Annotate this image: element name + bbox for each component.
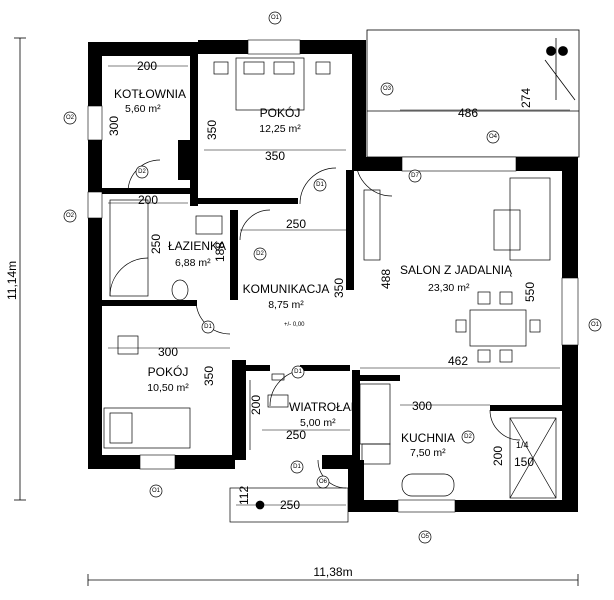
pantry-fraction: 1/4: [516, 440, 529, 450]
window-tag-o1-top: O1: [270, 15, 280, 21]
room-kuchnia-area: 7,50 m²: [410, 447, 446, 459]
dim-terrace-width: 486: [458, 106, 479, 120]
room-pokoj2-name: POKÓJ: [147, 365, 189, 379]
window-openings: [87, 39, 579, 513]
door-swings: [127, 159, 521, 489]
room-pokoj2-area: 10,50 m²: [147, 382, 189, 394]
room-kotlownia-area: 5,60 m²: [125, 103, 161, 115]
room-kotlownia-name: KOTŁOWNIA: [114, 87, 187, 101]
dim-lazienka-height: 250: [149, 233, 163, 254]
door-tag-d2-kuchnia: D2: [464, 434, 472, 440]
window-tag-o4: O4: [488, 134, 498, 140]
overall-width-label: 11,38m: [313, 565, 353, 579]
dim-kuchnia-width: 300: [412, 399, 433, 413]
dim-kuchnia-left: 200: [491, 445, 505, 466]
door-tag-d2-lazienka: D2: [256, 251, 264, 257]
dim-pokoj2-width: 300: [158, 345, 179, 359]
exterior-walls: [88, 40, 578, 512]
terrace-outline: [366, 29, 580, 158]
dim-salon-height-2: 550: [523, 281, 537, 302]
room-wiatrolap-name: WIATROŁAP: [289, 400, 359, 414]
dim-salon-height-1: 488: [379, 268, 393, 289]
dim-kotlownia-height: 300: [107, 115, 121, 136]
window-tag-o1-right: O1: [590, 322, 600, 328]
room-pokoj1-area: 12,25 m²: [259, 123, 301, 135]
floor-level-marker: +/- 0,00: [284, 322, 305, 328]
room-lazienka-name: ŁAZIENKA: [168, 239, 227, 253]
room-salon-name: SALON Z JADALNIĄ: [400, 263, 513, 277]
room-wiatrolap-area: 5,00 m²: [300, 417, 336, 429]
door-tag-d1-pokoj2: D1: [204, 324, 212, 330]
window-tag-o5: O5: [420, 534, 430, 540]
window-tag-o1-bottom: O1: [151, 488, 161, 494]
room-komunikacja-name: KOMUNIKACJA: [242, 282, 330, 296]
overall-dimension-lines: [14, 37, 579, 586]
furniture: [103, 57, 557, 523]
dim-lazienka-top: 200: [138, 193, 159, 207]
window-tag-o2-b: O2: [65, 213, 75, 219]
room-lazienka-area: 6,88 m²: [175, 257, 211, 269]
door-tag-d7: D7: [411, 173, 419, 179]
door-tag-d2-kotlownia: D2: [138, 169, 146, 175]
dim-wiatrolap-left: 200: [249, 394, 263, 415]
overall-height-label: 11,14m: [5, 260, 19, 300]
dim-kotlownia-width: 200: [137, 59, 158, 73]
room-kuchnia-name: KUCHNIA: [401, 431, 456, 445]
dim-terrace-height: 274: [519, 87, 533, 108]
window-tag-o2-a: O2: [65, 115, 75, 121]
interior-dimension-lines: [108, 65, 570, 506]
dim-pantry-width: 150: [514, 455, 535, 469]
dim-wiatrolap-width: 250: [286, 428, 307, 442]
dim-salon-width: 462: [448, 354, 469, 368]
window-tag-o3: O3: [382, 86, 392, 92]
door-tag-d1-entry: D1: [293, 464, 301, 470]
dim-komunikacja-width: 250: [286, 217, 307, 231]
dim-lazienka-right: 188: [213, 241, 227, 262]
tag-circles: [63, 11, 602, 544]
room-komunikacja-area: 8,75 m²: [268, 299, 304, 311]
dim-pokoj1-height: 350: [205, 119, 219, 140]
dim-entry-112: 112: [237, 485, 251, 505]
window-tag-o6: O6: [318, 479, 328, 485]
dim-komunikacja-height: 350: [332, 277, 346, 298]
door-tag-d1-pokoj1: D1: [316, 182, 324, 188]
door-tag-d1-wiatrolap: D1: [294, 369, 302, 375]
dim-pokoj1-width: 350: [265, 149, 286, 163]
room-pokoj1-name: POKÓJ: [259, 106, 301, 120]
dim-entry-250: 250: [280, 498, 301, 512]
interior-walls: [102, 54, 562, 460]
dim-pokoj2-height: 350: [202, 365, 216, 386]
room-salon-area: 23,30 m²: [428, 282, 470, 294]
